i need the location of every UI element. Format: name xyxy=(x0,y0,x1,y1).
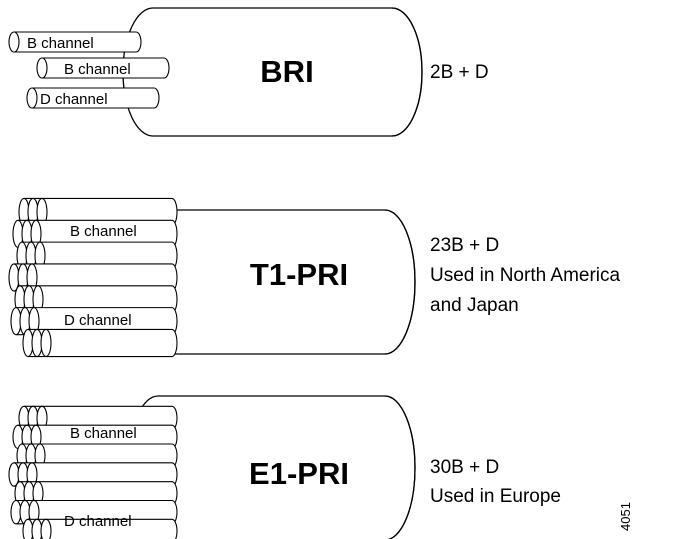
bundle-wire xyxy=(28,328,178,358)
e1-wire-label-b: B channel xyxy=(70,425,137,442)
bundle-wire xyxy=(28,518,178,539)
bri-cable: B channel B channel D channel BRI xyxy=(8,7,423,137)
t1-wire-bundle xyxy=(8,197,178,358)
t1-title: T1-PRI xyxy=(250,257,348,292)
e1-title: E1-PRI xyxy=(249,456,349,491)
bri-title: BRI xyxy=(260,54,313,89)
figure-id: 4051 xyxy=(618,502,633,531)
t1-cable: B channel D channel T1-PRI xyxy=(8,197,416,358)
e1-cable: B channel D channel E1-PRI xyxy=(8,395,416,539)
t1-wire-label-b: B channel xyxy=(70,223,137,240)
e1-description-line-1: 30B + D xyxy=(430,457,499,478)
bri-wire-label-b1: B channel xyxy=(27,35,94,52)
t1-description-line-1: 23B + D xyxy=(430,235,499,256)
bri-wire-label-d: D channel xyxy=(40,91,108,108)
bri-wire-b1: B channel xyxy=(8,31,142,53)
t1-wire-label-d: D channel xyxy=(64,312,132,329)
bri-description: 2B + D xyxy=(430,62,489,83)
bundle-wire-end xyxy=(40,518,52,539)
e1-description: 30B + D Used in Europe xyxy=(430,457,561,507)
bri-wire-d: D channel xyxy=(26,87,160,109)
e1-description-line-2: Used in Europe xyxy=(430,486,561,507)
t1-description: 23B + D Used in North America and Japan xyxy=(430,235,621,316)
bundle-wire-end xyxy=(40,328,52,358)
e1-wire-label-d: D channel xyxy=(64,513,132,530)
bri-wire-label-b2: B channel xyxy=(64,61,131,78)
bri-description-line-1: 2B + D xyxy=(430,62,489,83)
e1-wire-bundle xyxy=(8,405,178,539)
t1-description-line-2: Used in North America xyxy=(430,265,621,286)
t1-description-line-3: and Japan xyxy=(430,295,519,316)
bundle-wire-end xyxy=(31,518,43,539)
bundle-wire-end xyxy=(22,518,34,539)
bri-wire-b2: B channel xyxy=(36,57,170,79)
